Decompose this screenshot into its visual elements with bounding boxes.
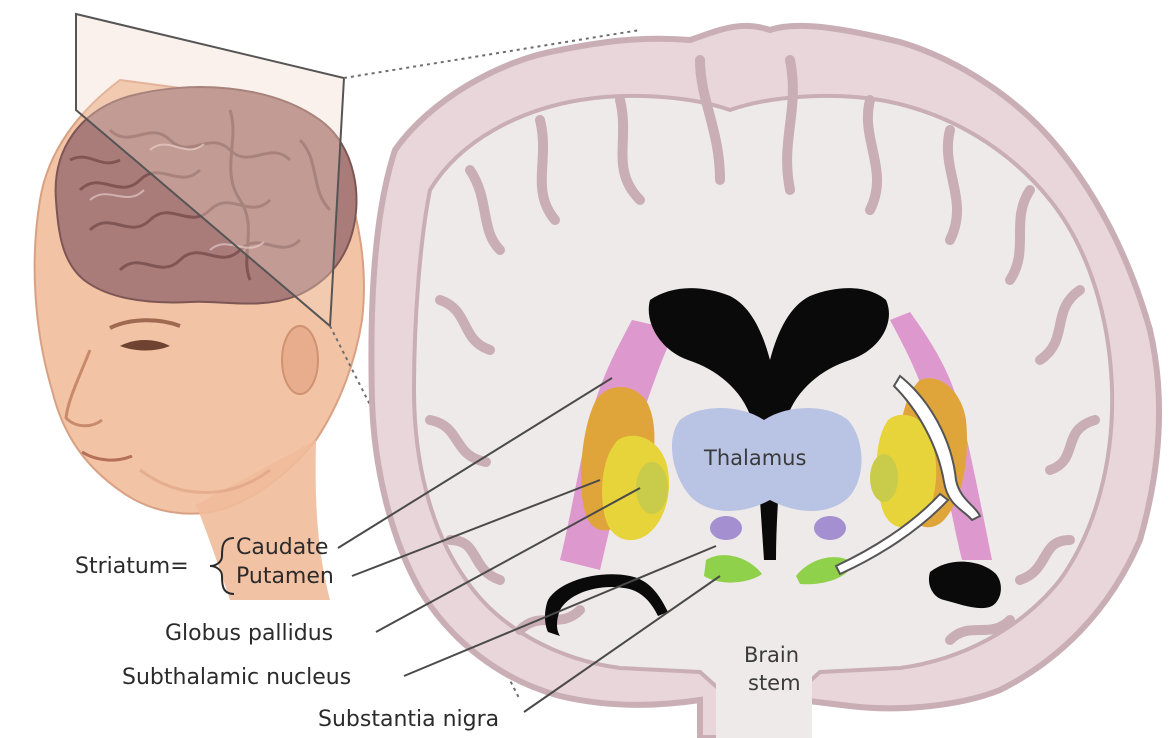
label-globus-pallidus: Globus pallidus	[165, 621, 333, 646]
globus-pallidus-right	[870, 454, 898, 502]
label-subthalamic-nucleus: Subthalamic nucleus	[122, 665, 351, 690]
label-substantia-nigra: Substantia nigra	[318, 707, 499, 732]
label-striatum: Striatum=	[75, 554, 189, 579]
label-putamen: Putamen	[236, 564, 334, 589]
head-illustration	[35, 14, 364, 600]
label-thalamus: Thalamus	[703, 446, 806, 470]
coronal-section	[371, 26, 1159, 738]
ear	[282, 326, 318, 394]
label-brain-stem-line2: stem	[748, 671, 801, 695]
subthalamic-nucleus-right	[814, 516, 846, 540]
label-caudate: Caudate	[236, 535, 328, 560]
label-brain-stem-line1: Brain	[744, 643, 799, 667]
globus-pallidus-left	[636, 462, 668, 514]
subthalamic-nucleus-left	[710, 516, 742, 540]
